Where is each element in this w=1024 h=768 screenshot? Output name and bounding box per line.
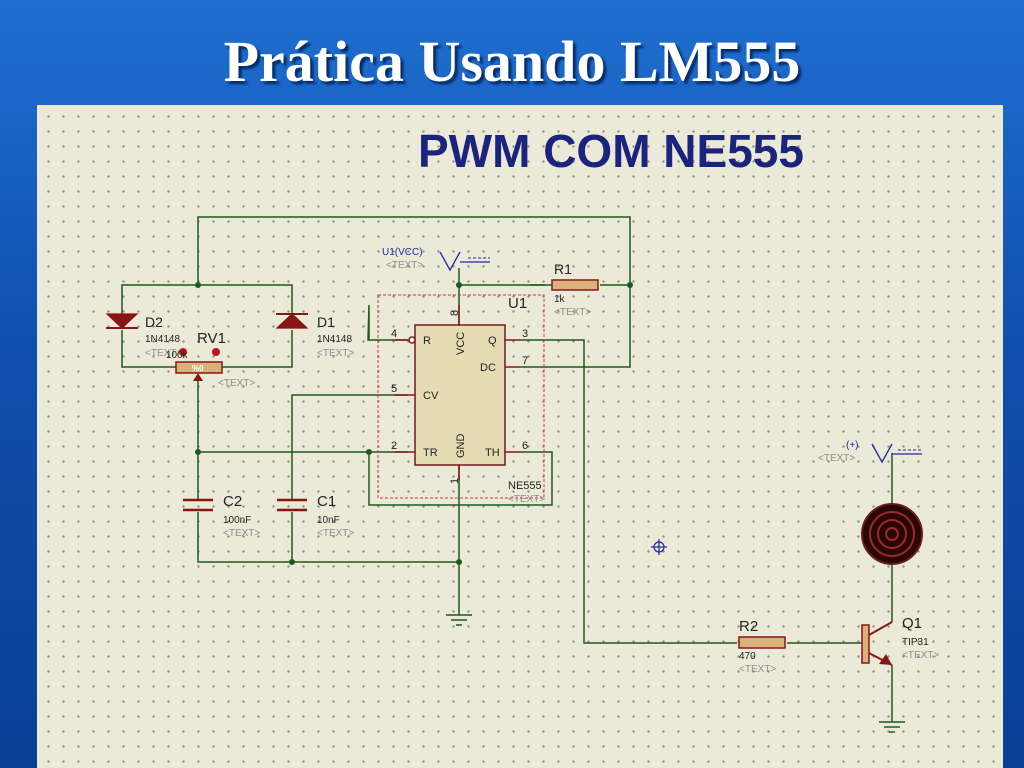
d2-ref: D2	[145, 314, 163, 330]
r2-ref: R2	[739, 618, 758, 635]
r1-ref: R1	[554, 261, 572, 277]
d1-text: <TEXT>	[317, 348, 354, 359]
schematic-canvas[interactable]: PWM COM NE555	[37, 105, 1003, 768]
rv1-adjust-dot	[212, 348, 220, 356]
motor-positive-terminal[interactable]: (+) <TEXT>	[818, 440, 922, 464]
r2-value: 470	[739, 651, 756, 662]
u1-pin-r: R	[423, 335, 431, 347]
u1-pin-vcc: VCC	[455, 332, 467, 355]
slide-title: Prática Usando LM555	[223, 29, 801, 94]
vcc-terminal-text: <TEXT>	[386, 260, 423, 271]
motor-terminal-label: (+)	[846, 440, 859, 451]
c2-value: 100nF	[223, 515, 251, 526]
wire-diode-bottom	[121, 330, 176, 368]
q1-ref: Q1	[902, 615, 922, 632]
u1-pin-tr: TR	[423, 447, 438, 459]
d1-diode[interactable]: D1 1N4148 <TEXT>	[275, 313, 354, 359]
rv1-value: 100k	[166, 350, 189, 361]
rv1-wiper-value: %0	[192, 364, 204, 373]
wires	[121, 216, 893, 722]
d2-diode[interactable]: D2 1N4148 <TEXT>	[105, 313, 182, 359]
r1-value: 1k	[554, 294, 566, 305]
junction-dot	[289, 559, 295, 565]
u1-pin-th: TH	[485, 447, 500, 459]
wire-th	[368, 451, 553, 506]
q1-value: TIP31	[902, 637, 929, 648]
rv1-adjust-dot	[179, 348, 187, 356]
u1-pin-number-3: 3	[522, 328, 528, 340]
c2-text: <TEXT>	[223, 528, 260, 539]
wire-q-out	[520, 339, 737, 644]
wire-gnd-bus	[197, 512, 459, 563]
u1-ref: U1	[508, 295, 527, 312]
u1-text: <TEXT>	[508, 494, 545, 505]
ground-symbol-u1	[446, 614, 472, 626]
junction-dot	[366, 449, 372, 455]
u1-pin-dc: DC	[480, 362, 496, 374]
junction-dot	[195, 282, 201, 288]
c1-text: <TEXT>	[317, 528, 354, 539]
wire-reset	[367, 304, 408, 341]
r1-resistor[interactable]: R1 1k <TEXT>	[530, 261, 599, 318]
u1-value: NE555	[508, 480, 542, 492]
rv1-potentiometer[interactable]: %0 RV1 100k <TEXT>	[166, 330, 255, 389]
u1-ne555[interactable]: R VCC Q DC CV TR GND TH 4 8 3 7 5 2 1 6 …	[377, 294, 545, 505]
u1-pin-number-5: 5	[391, 383, 397, 395]
rv1-text: <TEXT>	[218, 378, 255, 389]
wire-r1-right	[520, 284, 631, 368]
schematic-svg: PWM COM NE555	[105, 125, 939, 733]
c2-ref: C2	[223, 493, 242, 510]
u1-pin-number-4: 4	[391, 328, 397, 340]
u1-pin-number-6: 6	[522, 440, 528, 452]
vcc-terminal-symbol	[439, 251, 461, 272]
wire-diode-bridge	[121, 284, 293, 315]
wire-cv	[291, 394, 408, 500]
q1-text: <TEXT>	[902, 650, 939, 661]
u1-pin-number-2: 2	[391, 440, 397, 452]
r2-text: <TEXT>	[739, 664, 776, 675]
c1-ref: C1	[317, 493, 336, 510]
u1-pin-number-1: 1	[449, 478, 461, 484]
u1-pin-number-8: 8	[449, 310, 461, 316]
d1-value: 1N4148	[317, 334, 352, 345]
c1-value: 10nF	[317, 515, 340, 526]
r2-resistor[interactable]: R2 470 <TEXT>	[738, 618, 786, 675]
d2-value: 1N4148	[145, 334, 180, 345]
u1-pin-gnd: GND	[455, 434, 467, 459]
motor-terminal-text: <TEXT>	[818, 453, 855, 464]
junctions	[195, 282, 633, 565]
q1-transistor[interactable]: Q1 TIP31 <TEXT>	[861, 615, 939, 666]
wire-diode-bottom-right	[222, 330, 293, 368]
rv1-ref: RV1	[197, 330, 226, 347]
d1-ref: D1	[317, 314, 335, 330]
junction-dot	[627, 282, 633, 288]
crosshair-cursor-icon	[651, 539, 667, 555]
vcc-terminal-label: U1(VCC)	[382, 247, 423, 258]
junction-dot	[456, 282, 462, 288]
u1-pin-cv: CV	[423, 390, 439, 402]
vcc-terminal[interactable]: U1(VCC) <TEXT>	[382, 247, 490, 272]
schematic-heading: PWM COM NE555	[418, 125, 804, 177]
ground-symbol-q1	[879, 721, 905, 733]
junction-dot	[456, 559, 462, 565]
r1-text: <TEXT>	[554, 307, 591, 318]
u1-boundary	[377, 294, 545, 499]
u1-pin-q: Q	[488, 335, 497, 347]
c2-capacitor[interactable]: C2 100nF <TEXT>	[183, 493, 260, 539]
junction-dot	[195, 449, 201, 455]
wire-top-loop	[197, 216, 631, 285]
motor-icon[interactable]	[861, 503, 923, 565]
c1-capacitor[interactable]: C1 10nF <TEXT>	[277, 493, 354, 539]
d2-text: <TEXT>	[145, 348, 182, 359]
u1-pin-number-7: 7	[522, 355, 528, 367]
